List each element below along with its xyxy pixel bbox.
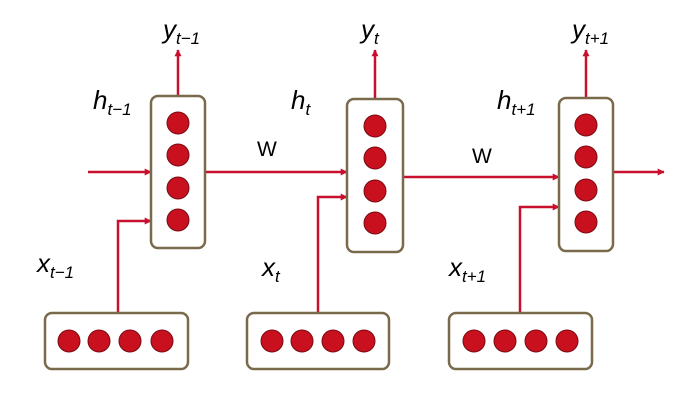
input-neuron: [150, 329, 174, 353]
input-neuron: [493, 329, 517, 353]
input-neuron: [57, 329, 81, 353]
input-neuron: [290, 329, 314, 353]
output-label-1: yt−1: [161, 14, 200, 48]
hidden-neuron: [574, 210, 598, 234]
input-neuron: [462, 329, 486, 353]
hidden-neuron: [574, 178, 598, 202]
hidden-neuron: [363, 211, 387, 235]
input-arrow-3: [518, 203, 560, 313]
input-labels: xt−1 xt xt+1: [35, 248, 486, 286]
hidden-label-1: ht−1: [93, 85, 132, 119]
input-box-1: [43, 311, 190, 371]
input-label-1: xt−1: [35, 248, 74, 282]
input-neuron: [87, 329, 111, 353]
hidden-neuron: [166, 143, 190, 167]
recurrent-arrows: [88, 168, 665, 181]
input-box-3: [447, 311, 594, 371]
hidden-neuron: [574, 145, 598, 169]
weight-label-2: W: [472, 145, 492, 168]
input-label-2: xt: [260, 252, 281, 286]
input-arrow-1: [116, 217, 152, 313]
input-arrows: [116, 193, 560, 313]
input-neuron: [352, 329, 376, 353]
hidden-neuron: [166, 111, 190, 135]
hidden-labels: ht−1 ht ht+1: [93, 85, 536, 119]
weight-labels: W W: [257, 138, 492, 168]
input-neuron: [118, 329, 142, 353]
input-box-2: [245, 311, 391, 371]
input-neuron: [260, 329, 284, 353]
hidden-label-3: ht+1: [497, 85, 536, 119]
hidden-neuron: [166, 208, 190, 232]
hidden-neuron: [166, 176, 190, 200]
hidden-label-2: ht: [291, 85, 311, 119]
output-label-3: yt+1: [570, 14, 609, 48]
hidden-neuron: [363, 114, 387, 138]
hidden-box-1: [149, 94, 207, 250]
input-neuron: [321, 329, 345, 353]
hidden-box-3: [557, 96, 615, 253]
input-neuron: [555, 329, 579, 353]
input-boxes: [43, 311, 594, 371]
weight-label-1: W: [257, 138, 277, 161]
hidden-neurons: [166, 111, 598, 235]
output-label-2: yt: [359, 14, 380, 48]
hidden-neuron: [363, 146, 387, 170]
input-arrow-2: [316, 193, 348, 313]
input-neurons: [57, 329, 579, 353]
output-arrows: [174, 49, 590, 99]
hidden-neuron: [363, 179, 387, 203]
output-labels: yt−1 yt yt+1: [161, 14, 609, 48]
hidden-neuron: [574, 113, 598, 137]
hidden-boxes: [149, 94, 615, 254]
input-label-3: xt+1: [447, 252, 486, 286]
hidden-box-2: [345, 97, 405, 254]
input-neuron: [524, 329, 548, 353]
